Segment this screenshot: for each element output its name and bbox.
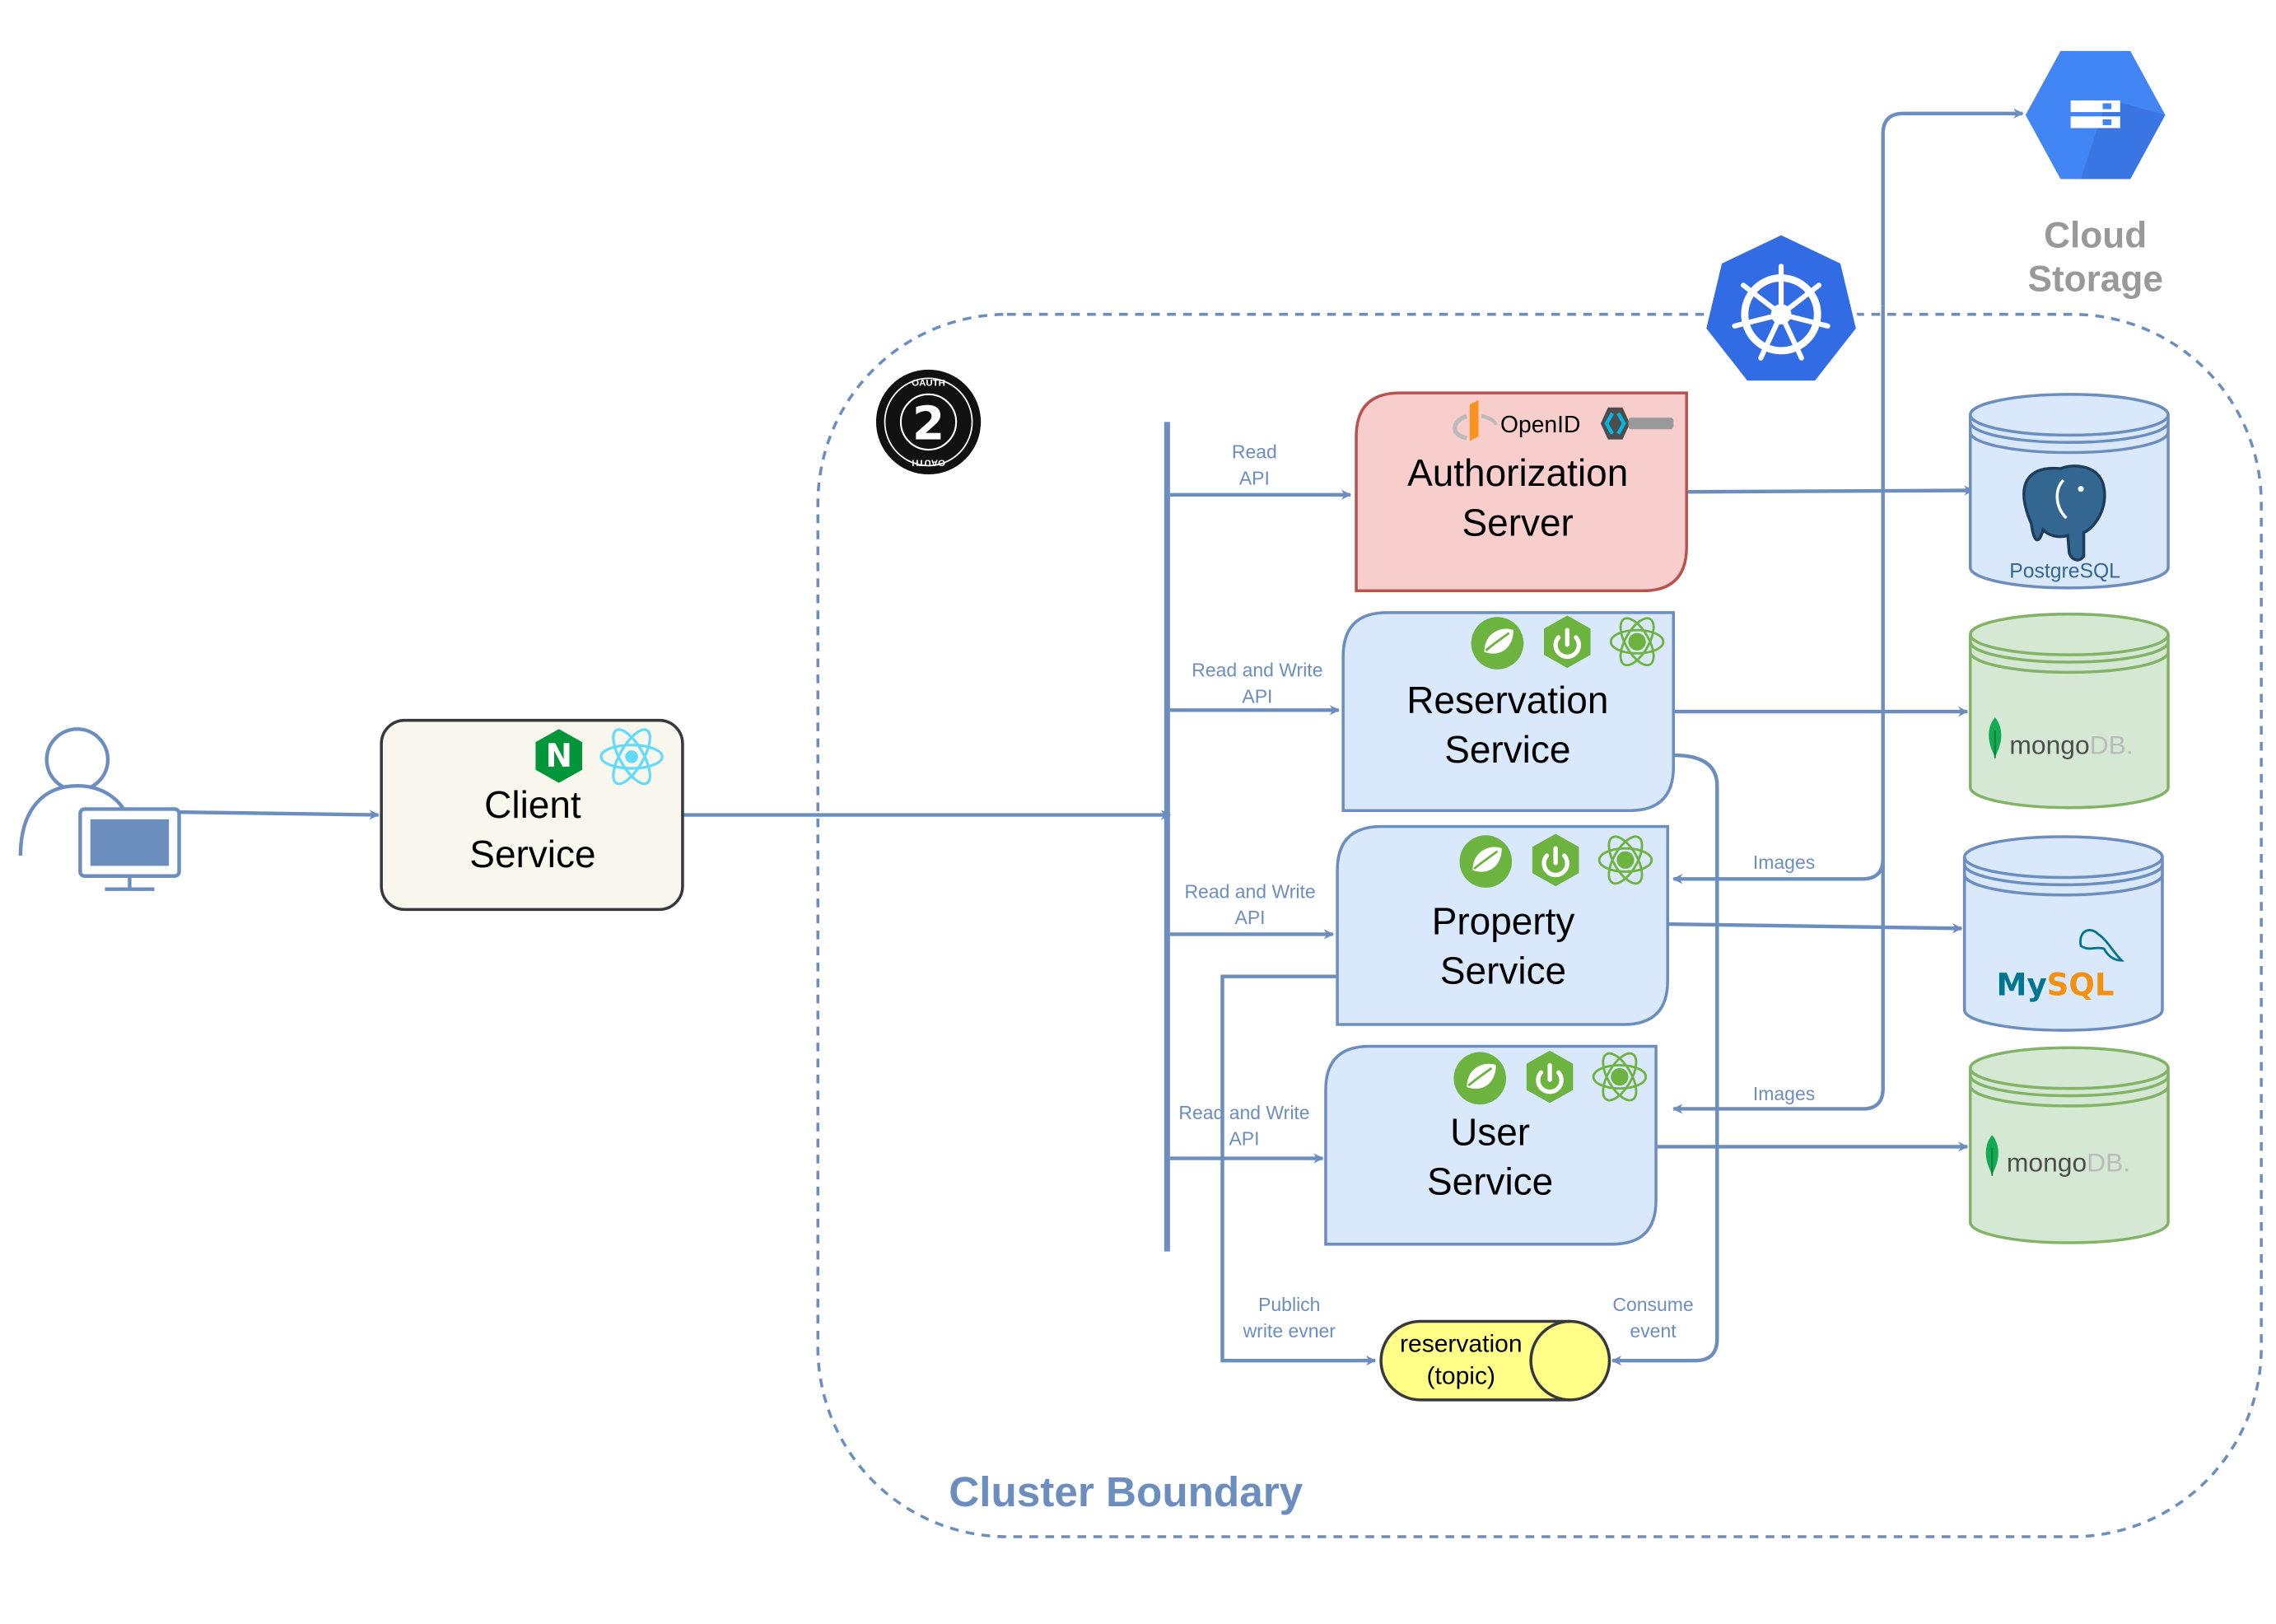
edge-label-consume-1: Consume — [1612, 1294, 1693, 1315]
edge-label-consume-2: event — [1630, 1320, 1677, 1342]
svg-text:OAUTH: OAUTH — [912, 378, 945, 388]
storage-to-user-images-edge — [1672, 858, 1885, 1114]
spring-icons — [1471, 614, 1663, 670]
mysql-database: MySQL — [1962, 835, 2164, 1032]
cluster-boundary — [816, 312, 2263, 1538]
svg-text:OpenID: OpenID — [1500, 411, 1580, 437]
reservation-service-node: Reservation Service — [1341, 613, 1676, 812]
client-service-title-2: Service — [469, 833, 595, 875]
nginx-icon: N — [535, 729, 582, 783]
authorization-server-title-1: Authorization — [1407, 451, 1628, 494]
svg-text:OAUTH: OAUTH — [912, 457, 945, 467]
topic-consume-edge — [1611, 753, 1719, 1366]
property-service-title-1: Property — [1432, 899, 1575, 942]
property-service-node: Property Service — [1336, 824, 1669, 1026]
reservation-topic-node: reservation (topic) — [1379, 1319, 1611, 1402]
auth-to-postgres-edge — [1687, 485, 1975, 496]
user-to-client-edge — [171, 810, 380, 820]
mongodb-label: mongoDB. — [2009, 730, 2133, 759]
oauth2-icon: 2 OAUTH OAUTH — [875, 369, 982, 475]
client-service-title-1: Client — [484, 783, 581, 826]
edge-label-reservation-1: Read and Write — [1192, 660, 1322, 681]
mysql-dolphin-icon — [2079, 929, 2124, 962]
property-publish-edge — [1220, 974, 1377, 1366]
cloud-storage-label-2: Storage — [2027, 259, 2162, 299]
authorization-server-title-2: Server — [1462, 501, 1574, 544]
spring-icons — [1460, 832, 1652, 889]
mysql-label: MySQL — [1997, 968, 2115, 1003]
cloud-storage-icon — [2025, 50, 2166, 180]
reservation-topic-title-2: (topic) — [1427, 1362, 1495, 1389]
postgresql-elephant-icon — [2022, 464, 2106, 562]
storage-to-property-images-edge — [1672, 306, 1885, 884]
edge-label-auth-2: API — [1239, 467, 1270, 488]
keycloak-icon — [1600, 407, 1674, 440]
edge-label-property-2: API — [1235, 907, 1266, 928]
user-actor-icon — [18, 727, 181, 891]
edge-label-property-1: Read and Write — [1184, 880, 1315, 902]
cluster-boundary-label: Cluster Boundary — [949, 1468, 1303, 1515]
svg-text:2: 2 — [912, 398, 944, 451]
edge-label-auth-1: Read — [1232, 441, 1277, 463]
authorization-server-node: OpenID Authorization Server — [1355, 391, 1688, 593]
to-cloud-storage-edge — [1881, 108, 2024, 306]
svg-text:N: N — [545, 738, 572, 775]
openid-icon: OpenID — [1453, 399, 1580, 441]
edge-labels: Read API Read and Write API Read and Wri… — [1178, 441, 1815, 1342]
property-service-title-2: Service — [1440, 950, 1566, 992]
mongodb-user-database: mongoDB. — [1968, 1046, 2170, 1244]
user-service-node: User Service — [1324, 1044, 1658, 1246]
postgresql-label: PostgreSQL — [2009, 561, 2120, 583]
edge-label-publish-1: Publich — [1258, 1294, 1320, 1315]
user-service-title-2: Service — [1427, 1160, 1553, 1203]
kubernetes-icon — [1701, 230, 1861, 385]
postgresql-database: PostgreSQL — [1968, 393, 2170, 590]
cloud-storage-label-1: Cloud — [2044, 215, 2147, 255]
reservation-service-title-1: Reservation — [1406, 679, 1608, 721]
mongodb-reservation-database: mongoDB. — [1968, 612, 2170, 810]
reservation-topic-title-1: reservation — [1400, 1331, 1522, 1358]
mongodb-label: mongoDB. — [2007, 1147, 2130, 1177]
edge-label-publish-2: write evner — [1243, 1320, 1336, 1342]
edge-label-user-2: API — [1229, 1128, 1259, 1150]
edge-label-images-2: Images — [1753, 1083, 1815, 1104]
react-icon — [599, 728, 664, 786]
edge-label-reservation-2: API — [1242, 685, 1272, 707]
edge-label-images-1: Images — [1753, 852, 1815, 873]
reservation-service-title-2: Service — [1444, 728, 1570, 771]
client-service-node: N Client Service — [380, 718, 684, 912]
edge-label-user-1: Read and Write — [1178, 1102, 1309, 1123]
property-to-mysql-edge — [1667, 922, 1963, 934]
user-service-title-1: User — [1450, 1111, 1530, 1154]
spring-icons — [1453, 1048, 1645, 1105]
edges — [171, 108, 2024, 1366]
